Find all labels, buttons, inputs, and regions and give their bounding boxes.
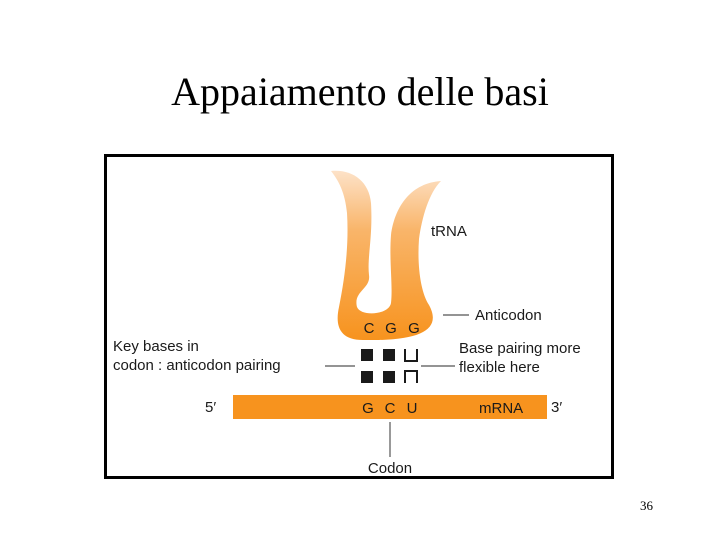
five-prime-label: 5′ <box>205 399 216 416</box>
pair-marker-1b <box>361 371 373 383</box>
trna-pairing-figure: C G G tRNA Anticodon Key bases in codon … <box>104 154 614 479</box>
codon-base-2: C <box>385 400 396 417</box>
pair-marker-1a <box>361 349 373 361</box>
wobble-marker-bottom <box>405 371 417 383</box>
flexible-label: Base pairing more flexible here <box>459 340 585 376</box>
codon-base-1: G <box>362 400 374 417</box>
codon-base-3: U <box>407 400 418 417</box>
trna-diagram: C G G tRNA Anticodon Key bases in codon … <box>107 157 611 476</box>
key-bases-line-2: codon : anticodon pairing <box>113 357 281 374</box>
anticodon-base-1: C <box>364 320 375 337</box>
codon-label: Codon <box>368 460 412 476</box>
anticodon-base-2: G <box>385 320 397 337</box>
wobble-marker-top <box>405 349 417 361</box>
key-bases-line-1: Key bases in <box>113 338 199 355</box>
flexible-line-1: Base pairing more <box>459 340 581 357</box>
three-prime-label: 3′ <box>551 399 562 416</box>
pair-marker-2a <box>383 349 395 361</box>
key-bases-label: Key bases in codon : anticodon pairing <box>113 338 281 374</box>
page-number: 36 <box>640 498 653 514</box>
anticodon-label: Anticodon <box>475 307 542 324</box>
pair-marker-2b <box>383 371 395 383</box>
anticodon-base-3: G <box>408 320 420 337</box>
slide-title: Appaiamento delle basi <box>0 68 720 115</box>
mrna-label: mRNA <box>479 400 523 417</box>
flexible-line-2: flexible here <box>459 359 540 376</box>
trna-label: tRNA <box>431 223 467 240</box>
trna-shape <box>331 171 441 340</box>
